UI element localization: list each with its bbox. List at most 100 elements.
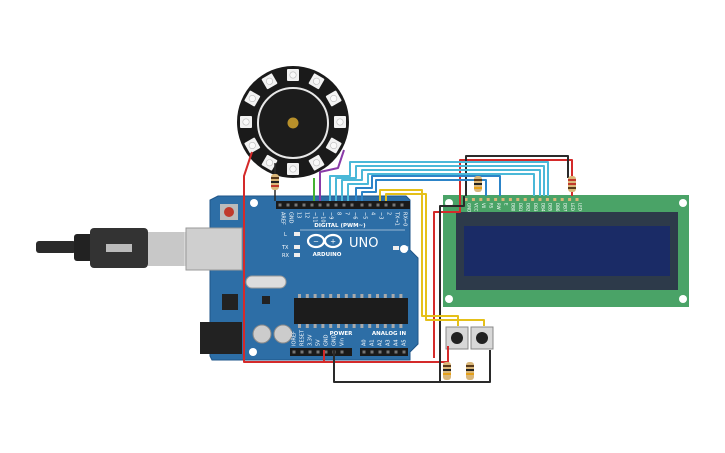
lcd-pin-label: RS — [489, 203, 494, 209]
neopixel-led — [244, 90, 261, 107]
wire-cyan — [335, 165, 545, 201]
chip-pin — [329, 294, 333, 298]
header-pin[interactable] — [362, 350, 366, 354]
header-pin[interactable] — [292, 350, 296, 354]
lcd-pin[interactable] — [575, 198, 579, 201]
mount-hole — [400, 245, 408, 253]
svg-text:−: − — [313, 238, 319, 246]
chip-pin — [352, 324, 356, 328]
neopixel-led — [325, 90, 342, 107]
resistor-1[interactable] — [271, 174, 279, 190]
lcd-pin[interactable] — [479, 198, 483, 201]
lcd-pin[interactable] — [538, 198, 542, 201]
lcd-pin-label: DB0 — [511, 203, 516, 212]
lcd-pin-label: RW — [496, 203, 501, 210]
header-pin[interactable] — [326, 203, 330, 207]
header-pin[interactable] — [402, 350, 406, 354]
lcd-pin[interactable] — [560, 198, 564, 201]
resistor-2[interactable] — [474, 176, 482, 192]
chip-pin — [298, 324, 301, 328]
mount-hole — [445, 295, 453, 303]
lcd-pin[interactable] — [545, 198, 549, 201]
wire-yellow — [385, 193, 485, 326]
header-pin[interactable] — [324, 350, 328, 354]
lcd-pin-label: LED — [577, 203, 582, 211]
lcd-pin[interactable] — [464, 198, 468, 201]
pushbutton-2[interactable] — [470, 326, 494, 350]
lcd-pin-label: V0 — [481, 203, 486, 209]
header-pin[interactable] — [340, 350, 344, 354]
header-pin[interactable] — [334, 203, 338, 207]
on-label: ON — [401, 246, 409, 252]
header-pin[interactable] — [310, 203, 314, 207]
header-pin[interactable] — [308, 350, 312, 354]
lcd-pin-label: DB6 — [555, 203, 560, 212]
chip-pin — [329, 324, 333, 328]
header-pin[interactable] — [392, 203, 396, 207]
reset-button[interactable] — [224, 207, 234, 217]
chip-pin — [399, 324, 403, 328]
button-cap[interactable] — [451, 332, 463, 344]
chip-pin — [298, 294, 301, 298]
digital-header-label: DIGITAL (PWM~) — [314, 223, 366, 229]
lcd-pin[interactable] — [531, 198, 535, 201]
lcd-pin[interactable] — [501, 198, 505, 201]
header-pin[interactable] — [368, 203, 372, 207]
lcd-pin[interactable] — [516, 198, 520, 201]
header-pin[interactable] — [400, 203, 404, 207]
lcd-pin-label: DB3 — [533, 203, 538, 212]
header-pin[interactable] — [278, 203, 282, 207]
usb-symbol — [106, 244, 132, 252]
header-pin[interactable] — [384, 203, 388, 207]
lcd-pin[interactable] — [508, 198, 512, 201]
header-pin[interactable] — [378, 350, 382, 354]
header-pin[interactable] — [318, 203, 322, 207]
lcd-pin-label: DB1 — [518, 203, 523, 212]
chip-pin — [352, 294, 356, 298]
header-pin[interactable] — [370, 350, 374, 354]
resistor-4[interactable] — [443, 362, 451, 380]
chip-pin — [313, 324, 317, 328]
chip-pin — [368, 324, 372, 328]
lcd-pin[interactable] — [494, 198, 498, 201]
lcd-pin[interactable] — [486, 198, 490, 201]
chip-pin — [344, 324, 348, 328]
header-pin[interactable] — [342, 203, 346, 207]
button-cap[interactable] — [476, 332, 488, 344]
wire-red — [243, 151, 325, 363]
header-pin[interactable] — [300, 350, 304, 354]
lcd-pin[interactable] — [523, 198, 527, 201]
header-pin[interactable] — [286, 203, 290, 207]
wire-yellow — [379, 189, 459, 326]
header-pin[interactable] — [376, 203, 380, 207]
voltage-regulator — [222, 294, 238, 310]
pushbutton-1[interactable] — [445, 326, 469, 350]
analog-pin-label: A3 — [386, 339, 392, 346]
header-pin[interactable] — [294, 203, 298, 207]
lcd-pin[interactable] — [471, 198, 475, 201]
header-pin[interactable] — [394, 350, 398, 354]
chip-pin — [391, 324, 395, 328]
digital-pin-label: TX→1 — [394, 211, 400, 226]
power-pin-label: 3.3V — [308, 334, 314, 346]
analog-header-label: ANALOG IN — [372, 331, 407, 337]
header-pin[interactable] — [302, 203, 306, 207]
smd-chip — [262, 296, 270, 304]
chip-pin — [383, 324, 387, 328]
mount-hole — [679, 295, 687, 303]
header-pin[interactable] — [316, 350, 320, 354]
header-pin[interactable] — [350, 203, 354, 207]
power-pin-label: RESET — [300, 329, 306, 346]
header-pin[interactable] — [386, 350, 390, 354]
lcd-pin[interactable] — [568, 198, 572, 201]
resistor-3[interactable] — [568, 176, 576, 192]
piezo-buzzer[interactable] — [257, 87, 329, 159]
arduino-logo: − + — [306, 233, 343, 249]
header-pin[interactable] — [360, 203, 364, 207]
usb-cable[interactable] — [36, 228, 210, 268]
analog-pin-label: A4 — [394, 339, 400, 346]
lcd-pin[interactable] — [553, 198, 557, 201]
resistor-5[interactable] — [466, 362, 474, 380]
